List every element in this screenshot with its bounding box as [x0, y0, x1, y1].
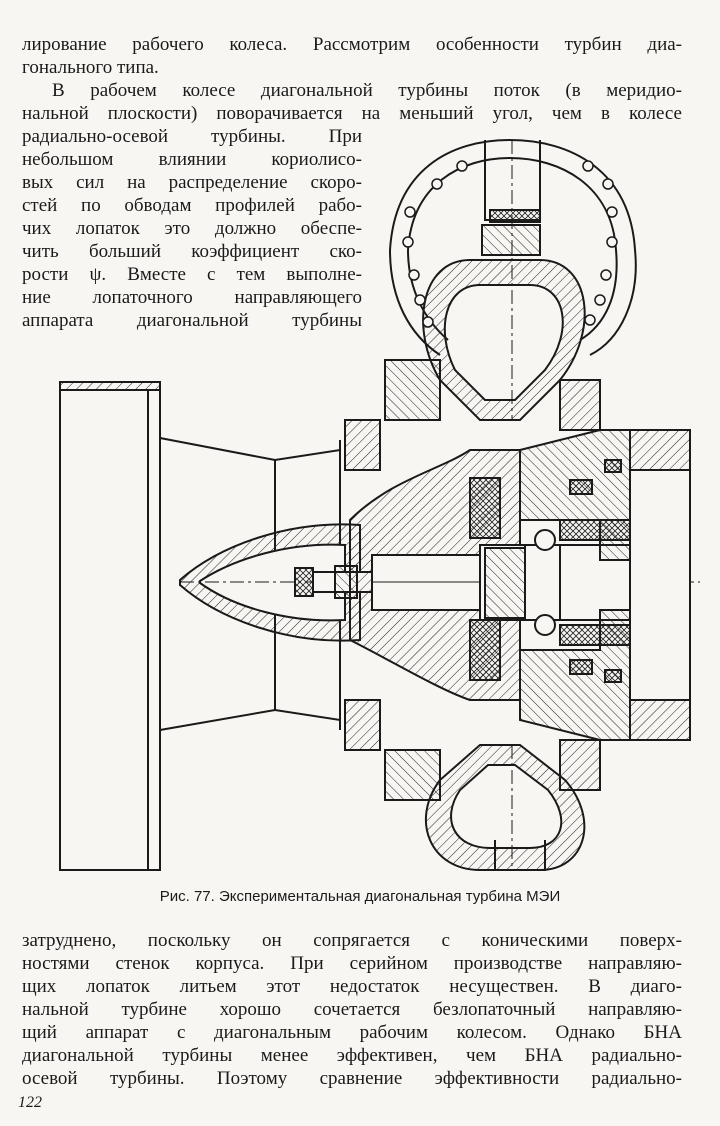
text-line: гонального типа. [22, 57, 159, 78]
text-line: осевой турбины. Поэтому сравнение эффект… [22, 1068, 682, 1089]
inlet-flange [59, 381, 161, 871]
nose-cone [179, 523, 700, 642]
bearing-housing [519, 429, 641, 741]
bottom-nozzle [494, 745, 546, 871]
labyrinth-seal-upper [469, 477, 501, 539]
text-line: диагональной турбины менее эффективен, ч… [22, 1045, 682, 1066]
text-line: чить больший коэффициент ско- [22, 241, 362, 262]
text-line: стей по обводам профилей рабо- [22, 195, 362, 216]
text-line: нальной плоскости) поворачивается на мен… [22, 103, 682, 124]
text-line: вых сил на распределение скоро- [22, 172, 362, 193]
text-line: чих лопаток это должно обеспе- [22, 218, 362, 239]
text-line: ностями стенок корпуса. При серийном про… [22, 953, 682, 974]
casing-flange [344, 359, 601, 801]
page-number: 122 [18, 1094, 42, 1111]
text-line: щих лопаток литьем этот недостаток несущ… [22, 976, 682, 997]
shaft-end [629, 429, 691, 741]
volute-upper [422, 259, 586, 421]
scroll-bolts [402, 160, 618, 328]
text-line: аппарата диагональной турбины [22, 310, 362, 331]
text-line: ние лопаточного направляющего [22, 287, 362, 308]
text-line: щий аппарат с диагональным рабочим колес… [22, 1022, 682, 1043]
text-line: рости ψ. Вместе с тем выполне- [22, 264, 362, 285]
text-line: лирование рабочего колеса. Рассмотрим ос… [22, 34, 682, 55]
text-line: радиально-осевой турбины. При [22, 126, 362, 147]
top-nozzle [481, 140, 541, 420]
text-line: нальной турбине хорошо сочетается безлоп… [22, 999, 682, 1020]
paragraph-first-line: В рабочем колесе диагональной турбины по… [52, 80, 682, 101]
labyrinth-seal-lower [469, 619, 501, 681]
text-line: небольшом влиянии кориолисо- [22, 149, 362, 170]
text-line: затруднено, поскольку он сопрягается с к… [22, 930, 682, 951]
figure-caption: Рис. 77. Экспериментальная диагональная … [159, 888, 561, 905]
